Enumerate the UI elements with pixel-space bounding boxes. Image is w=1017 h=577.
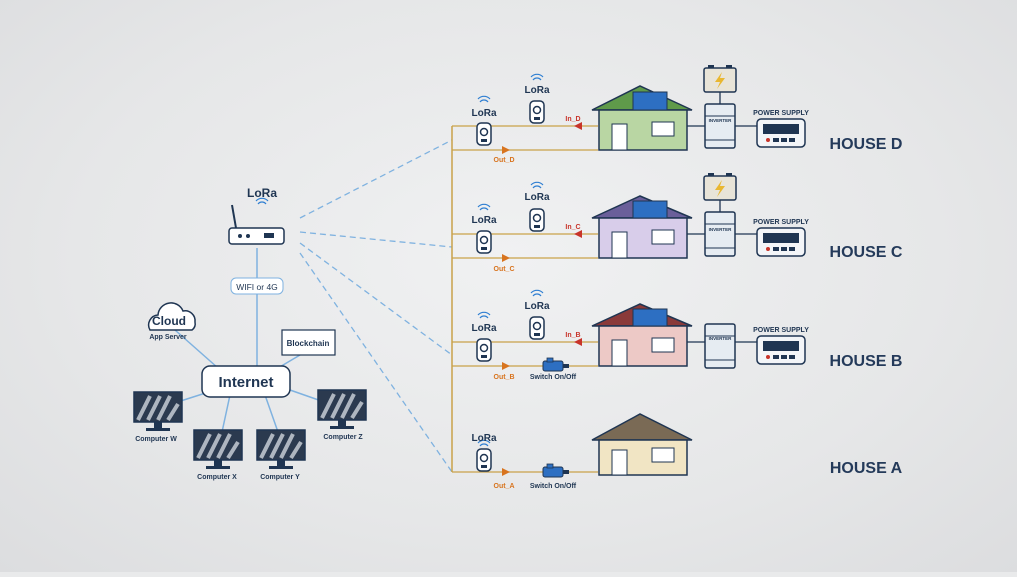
house-d-inverter[interactable] bbox=[704, 103, 736, 149]
house-c-row bbox=[452, 172, 806, 262]
house-b-lora-module[interactable] bbox=[476, 338, 492, 362]
cloud-label: Cloud bbox=[152, 314, 186, 328]
house-b-solar-panel-icon bbox=[632, 308, 668, 327]
computer-w-monitor[interactable] bbox=[132, 390, 184, 433]
router-label: LoRa bbox=[247, 186, 277, 200]
house-a-row bbox=[452, 413, 693, 478]
house-d-power-supply[interactable] bbox=[756, 118, 806, 148]
house-b-row bbox=[452, 289, 806, 372]
house-b-in-label: In_B bbox=[565, 332, 580, 339]
computer-y-monitor[interactable] bbox=[255, 428, 307, 471]
house-c-out-arrow-icon bbox=[502, 254, 510, 262]
house-c-battery-icon bbox=[703, 172, 737, 201]
blockchain-box[interactable] bbox=[281, 329, 336, 356]
house-c-power-supply-label: POWER SUPPLY bbox=[753, 219, 809, 226]
house-b-power-supply-label: POWER SUPPLY bbox=[753, 327, 809, 334]
house-c-lora-label: LoRa bbox=[472, 215, 497, 226]
house-d-name: HOUSE D bbox=[830, 136, 903, 153]
house-c-name: HOUSE C bbox=[830, 244, 903, 261]
house-b-lora-in-label: LoRa bbox=[525, 301, 550, 312]
internet-label: Internet bbox=[218, 374, 273, 391]
internet-node[interactable] bbox=[201, 365, 291, 398]
house-d-solar-panel-icon bbox=[632, 91, 668, 111]
house-c-lora-in-label: LoRa bbox=[525, 192, 550, 203]
house-c-power-supply[interactable] bbox=[756, 227, 806, 257]
house-d-lora-in-label: LoRa bbox=[525, 85, 550, 96]
house-d-out-label: Out_D bbox=[494, 157, 515, 164]
house-c-lora-signal-icon bbox=[477, 203, 491, 211]
house-b-lora-label: LoRa bbox=[472, 323, 497, 334]
house-d-out-arrow-icon bbox=[502, 146, 510, 154]
house-d-power-supply-label: POWER SUPPLY bbox=[753, 110, 809, 117]
house-c-lora-in-module[interactable] bbox=[529, 208, 545, 232]
house-d-inverter-label: INVERTER bbox=[709, 118, 733, 123]
house-d-lora-in-module[interactable] bbox=[529, 100, 545, 124]
house-b-switch-label: Switch On/Off bbox=[530, 374, 577, 381]
link-badge bbox=[230, 277, 284, 295]
house-a-switch-label: Switch On/Off bbox=[530, 483, 577, 490]
house-d-lora-signal-icon bbox=[477, 95, 491, 103]
link-label: WIFI or 4G bbox=[236, 282, 278, 292]
house-c-inverter[interactable] bbox=[704, 211, 736, 257]
house-c-in-label: In_C bbox=[565, 224, 580, 231]
house-a-out-label: Out_A bbox=[494, 483, 515, 490]
blockchain-label: Blockchain bbox=[287, 339, 330, 348]
computer-x-monitor[interactable] bbox=[192, 428, 244, 471]
house-b-inverter[interactable] bbox=[704, 323, 736, 369]
house-b-inverter-label: INVERTER bbox=[709, 336, 733, 341]
house-a-out-arrow-icon bbox=[502, 468, 510, 476]
computer-w-label: Computer W bbox=[135, 436, 177, 443]
house-c-in-arrow-icon bbox=[574, 230, 582, 238]
house-c-lora-module[interactable] bbox=[476, 230, 492, 254]
house-a-lora-label: LoRa bbox=[472, 433, 497, 444]
house-d-row bbox=[452, 64, 806, 154]
house-b-power-supply[interactable] bbox=[756, 335, 806, 365]
house-d-in-label: In_D bbox=[565, 116, 580, 123]
cloud-icon bbox=[147, 302, 196, 331]
house-b-lora-signal-icon bbox=[477, 311, 491, 319]
house-d-lora-module[interactable] bbox=[476, 122, 492, 146]
house-c-out-label: Out_C bbox=[494, 266, 515, 273]
house-b-in-arrow-icon bbox=[574, 338, 582, 346]
house-d-battery-icon bbox=[703, 64, 737, 93]
house-a-name: HOUSE A bbox=[830, 460, 903, 477]
house-b-out-label: Out_B bbox=[494, 374, 515, 381]
house-a-switch[interactable] bbox=[542, 463, 570, 478]
house-b-out-arrow-icon bbox=[502, 362, 510, 370]
house-c-solar-panel-icon bbox=[632, 200, 668, 219]
computer-y-label: Computer Y bbox=[260, 474, 300, 481]
house-d-lora-in-signal-icon bbox=[530, 73, 544, 81]
house-b-name: HOUSE B bbox=[830, 353, 903, 370]
cloud-sub-label: App Server bbox=[149, 334, 187, 341]
router-dashed-links bbox=[299, 139, 453, 473]
house-b-lora-in-module[interactable] bbox=[529, 316, 545, 340]
house-c-lora-in-signal-icon bbox=[530, 181, 544, 189]
house-d-in-arrow-icon bbox=[574, 122, 582, 130]
lora-router[interactable] bbox=[228, 204, 285, 245]
computer-z-monitor[interactable] bbox=[316, 388, 368, 431]
computer-z-label: Computer Z bbox=[323, 434, 363, 441]
house-c-inverter-label: INVERTER bbox=[709, 227, 733, 232]
house-a-lora-module[interactable] bbox=[476, 448, 492, 472]
computer-x-label: Computer X bbox=[197, 474, 237, 481]
house-a-roof bbox=[591, 413, 693, 441]
house-b-lora-in-signal-icon bbox=[530, 289, 544, 297]
house-b-switch[interactable] bbox=[542, 357, 570, 372]
house-d-lora-label: LoRa bbox=[472, 108, 497, 119]
